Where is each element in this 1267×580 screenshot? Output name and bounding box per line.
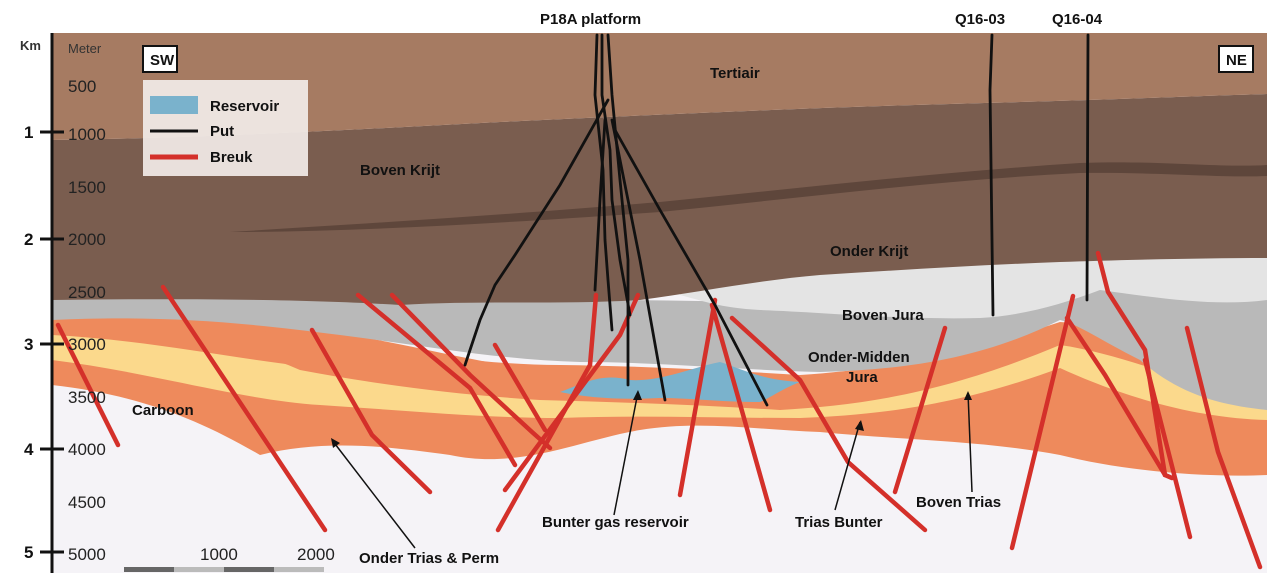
legend: Reservoir Put Breuk xyxy=(143,80,308,176)
fault-line xyxy=(492,342,548,433)
scale-label-1000: 1000 xyxy=(200,545,238,564)
arrowhead-onder-trias xyxy=(331,438,340,448)
arrowhead-trias-bunter xyxy=(855,420,864,431)
km-label: 3 xyxy=(24,335,33,354)
label-boven-trias: Boven Trias xyxy=(916,494,1001,511)
meter-label: 4000 xyxy=(68,440,106,459)
fault-line xyxy=(355,292,518,468)
km-unit-label: Km xyxy=(20,38,41,53)
orientation-sw: SW xyxy=(142,45,178,73)
platform-label: P18A platform xyxy=(540,11,641,28)
label-onder-midden-jura-line2: Jura xyxy=(846,369,878,386)
fault-line xyxy=(709,302,773,513)
well-q1604-label: Q16-04 xyxy=(1052,11,1103,28)
label-carboon: Carboon xyxy=(132,402,194,419)
km-label: 5 xyxy=(24,543,33,562)
meter-label: 500 xyxy=(68,77,96,96)
arrow-onder-trias xyxy=(331,439,416,549)
fault-line xyxy=(1142,357,1193,540)
fault-line xyxy=(1064,315,1168,478)
well-path xyxy=(610,118,667,402)
meter-label: 2500 xyxy=(68,283,106,302)
well-path xyxy=(593,33,614,332)
scale-segment xyxy=(124,567,174,572)
arrow-bunter-gas xyxy=(613,391,639,516)
orientation-ne-label: NE xyxy=(1226,52,1247,69)
meter-label: 2000 xyxy=(68,230,106,249)
legend-reservoir-label: Reservoir xyxy=(210,98,279,115)
layer-tertiair xyxy=(52,33,1267,140)
scale-segment xyxy=(274,567,324,572)
layer-boven-jura xyxy=(680,258,1267,319)
fault-line xyxy=(1009,293,1076,551)
fault-line xyxy=(160,284,328,533)
meter-label: 1000 xyxy=(68,125,106,144)
strata-group xyxy=(52,33,1267,573)
meter-label: 3500 xyxy=(68,388,106,407)
depth-axis: Km Meter 1 2 3 4 5 500 1000 1500 2000 25… xyxy=(0,33,106,575)
fault-line xyxy=(495,292,599,533)
fault-line xyxy=(677,297,718,498)
label-boven-jura: Boven Jura xyxy=(842,307,924,324)
well-q1603-label: Q16-03 xyxy=(955,11,1005,28)
km-label: 1 xyxy=(24,123,33,142)
wells-group xyxy=(463,33,1090,407)
fault-line xyxy=(729,315,928,533)
meter-label: 4500 xyxy=(68,493,106,512)
layer-trias-upper xyxy=(52,317,1267,390)
scale-label-2000: 2000 xyxy=(297,545,335,564)
scale-segment xyxy=(174,567,224,572)
legend-fault-label: Breuk xyxy=(210,149,253,166)
faults-group xyxy=(55,250,1263,570)
fault-line xyxy=(309,327,433,495)
arrow-boven-trias xyxy=(967,392,973,493)
scale-bar: 1000 2000 xyxy=(124,545,335,572)
layer-trias-yellow xyxy=(52,331,1267,420)
label-onder-krijt: Onder Krijt xyxy=(830,243,908,260)
label-bunter-gas-reservoir: Bunter gas reservoir xyxy=(542,514,689,531)
meter-label: 1500 xyxy=(68,178,106,197)
fault-line xyxy=(502,292,641,493)
fault-line xyxy=(1184,325,1263,570)
scale-segment xyxy=(224,567,274,572)
fault-line xyxy=(55,322,121,448)
well-path xyxy=(613,128,769,407)
well-path xyxy=(600,33,632,317)
layer-krijt-streak xyxy=(230,162,1267,232)
well-path xyxy=(463,98,610,367)
label-trias-bunter: Trias Bunter xyxy=(795,514,883,531)
well-path xyxy=(606,33,630,387)
meter-label: 3000 xyxy=(68,335,106,354)
meter-unit-label: Meter xyxy=(68,41,102,56)
label-onder-midden-jura-line1: Onder-Midden xyxy=(808,349,910,366)
layer-krijt xyxy=(52,94,1267,305)
arrow-trias-bunter xyxy=(834,421,861,511)
label-boven-krijt: Boven Krijt xyxy=(360,162,440,179)
meter-label: 5000 xyxy=(68,545,106,564)
orientation-sw-label: SW xyxy=(150,52,175,69)
label-onder-trias-perm: Onder Trias & Perm xyxy=(359,550,499,567)
label-tertiair: Tertiair xyxy=(710,65,760,82)
legend-reservoir-swatch xyxy=(150,96,198,114)
fault-line xyxy=(892,325,948,495)
arrowhead-bunter-gas xyxy=(633,390,642,400)
arrowhead-boven-trias xyxy=(964,391,972,400)
well-path xyxy=(593,118,607,292)
axis-background xyxy=(0,33,52,575)
legend-well-label: Put xyxy=(210,123,234,140)
layer-reservoir xyxy=(560,362,800,402)
fault-line xyxy=(1095,250,1175,481)
orientation-ne: NE xyxy=(1218,45,1254,73)
km-label: 4 xyxy=(24,440,34,459)
well-path xyxy=(988,33,995,317)
km-label: 2 xyxy=(24,230,33,249)
well-path xyxy=(1085,33,1090,302)
